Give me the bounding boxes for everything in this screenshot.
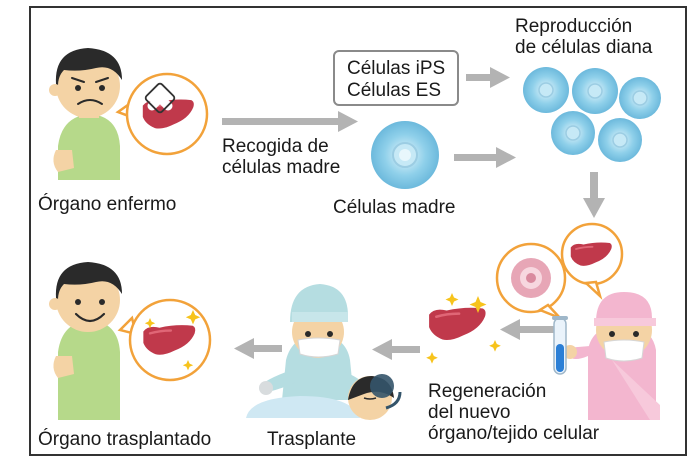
- label-reproduccion-line2: de células diana: [515, 37, 653, 58]
- arrow-transplant-to-result: [234, 338, 282, 359]
- label-es: Células ES: [347, 80, 441, 101]
- sparkle-icon: [185, 310, 201, 325]
- arrow-to-stem-cells: [222, 111, 358, 132]
- flow-arrows: [222, 67, 605, 360]
- regenerated-organ: [426, 293, 501, 364]
- label-regeneracion-line3: órgano/tejido celular: [428, 423, 600, 444]
- surgeon: [259, 284, 362, 400]
- sparkle-icon: [445, 293, 459, 306]
- label-organo-trasplantado: Órgano trasplantado: [38, 429, 212, 450]
- sparkle-icon: [182, 360, 194, 371]
- regenerated-liver-icon: [427, 306, 487, 342]
- cell-bubble: [495, 242, 567, 320]
- transplant-patient: [246, 374, 402, 420]
- diseased-organ-bubble: [115, 72, 209, 156]
- label-regeneracion-line1: Regeneración: [428, 381, 547, 402]
- arrow-down-to-regeneration: [583, 172, 605, 218]
- healthy-patient: [49, 262, 123, 420]
- patient-shirt: [58, 114, 120, 180]
- healthy-organ-bubble: [117, 298, 212, 382]
- arrow-ips-to-target: [466, 67, 510, 88]
- ips-es-box: Células iPS Células ES: [333, 50, 459, 106]
- arrow-stem-to-target: [454, 147, 516, 168]
- label-trasplante: Trasplante: [267, 429, 357, 450]
- sparkle-icon: [144, 318, 156, 329]
- stem-cell: [371, 121, 439, 189]
- tissue-bubble: [560, 222, 624, 300]
- label-recogida-line2: células madre: [222, 157, 341, 178]
- patient-hair: [55, 48, 123, 86]
- label-reproduccion-line1: Reproducción: [515, 16, 633, 37]
- sick-patient: [49, 48, 123, 180]
- sparkle-icon: [489, 340, 501, 352]
- label-celulas-madre: Células madre: [333, 197, 456, 218]
- label-recogida-line1: Recogida de: [222, 136, 329, 157]
- arrow-regeneration-to-organ: [500, 319, 554, 340]
- arrow-organ-to-transplant: [372, 339, 420, 360]
- label-organo-enfermo: Órgano enfermo: [38, 194, 177, 215]
- damage-cross-icon: [144, 82, 176, 114]
- sparkle-icon: [426, 352, 438, 364]
- label-ips: Células iPS: [347, 58, 446, 79]
- label-regeneracion-line2: del nuevo: [428, 402, 511, 423]
- target-cells: [523, 67, 661, 162]
- scientist: [552, 292, 660, 420]
- sparkle-icon: [469, 296, 487, 313]
